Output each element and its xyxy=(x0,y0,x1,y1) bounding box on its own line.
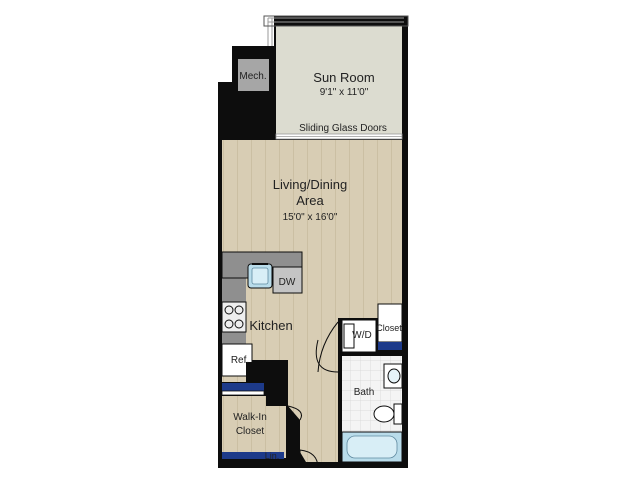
closet-label: Closet xyxy=(376,323,402,333)
living-dining-dims: 15'0" x 16'0" xyxy=(283,212,338,223)
sun-room-window-sill xyxy=(263,15,409,27)
living-dining-label-line1: Living/Dining xyxy=(273,177,347,192)
toilet-icon xyxy=(373,403,403,425)
sun-room-dims: 9'1" x 11'0" xyxy=(320,87,369,98)
dishwasher-label: DW xyxy=(279,277,296,288)
walk-in-closet-label-line1: Walk-In xyxy=(233,412,267,423)
bath-sink-icon xyxy=(383,363,403,389)
washer-dryer-icon xyxy=(343,323,355,349)
bottom-door-swing xyxy=(299,449,319,469)
sun-room-floor xyxy=(276,26,402,136)
refrigerator-label: Ref. xyxy=(231,355,249,366)
walk-in-closet-shelf-rod xyxy=(221,390,265,396)
kitchen-sink-icon xyxy=(247,263,273,289)
hall-closet-shelf xyxy=(378,342,402,350)
walk-in-closet-shelf xyxy=(222,383,264,391)
sun-room-window-frame xyxy=(267,17,404,46)
linen-label: Lin. xyxy=(265,451,280,461)
walk-in-closet-label-line2: Closet xyxy=(236,426,265,437)
linen-shelf xyxy=(222,452,284,459)
walk-in-closet-floor xyxy=(222,396,286,458)
sun-room-label: Sun Room xyxy=(313,70,374,85)
bath-label: Bath xyxy=(354,387,375,398)
mech-room xyxy=(236,57,271,93)
kitchen-label: Kitchen xyxy=(249,318,292,333)
living-dining-floor xyxy=(222,140,402,462)
sliding-glass-doors-label: Sliding Glass Doors xyxy=(299,123,387,134)
kitchen-partition-wall xyxy=(246,362,288,382)
living-dining-label-line2: Area xyxy=(296,193,324,208)
washer-dryer-label: W/D xyxy=(352,330,371,341)
mech-label: Mech. xyxy=(239,71,266,82)
hall-closet xyxy=(377,303,403,343)
cooktop-icon xyxy=(221,301,247,333)
walk-in-closet-wall xyxy=(266,380,288,406)
bathtub-icon xyxy=(341,431,403,463)
dishwasher xyxy=(272,266,303,294)
